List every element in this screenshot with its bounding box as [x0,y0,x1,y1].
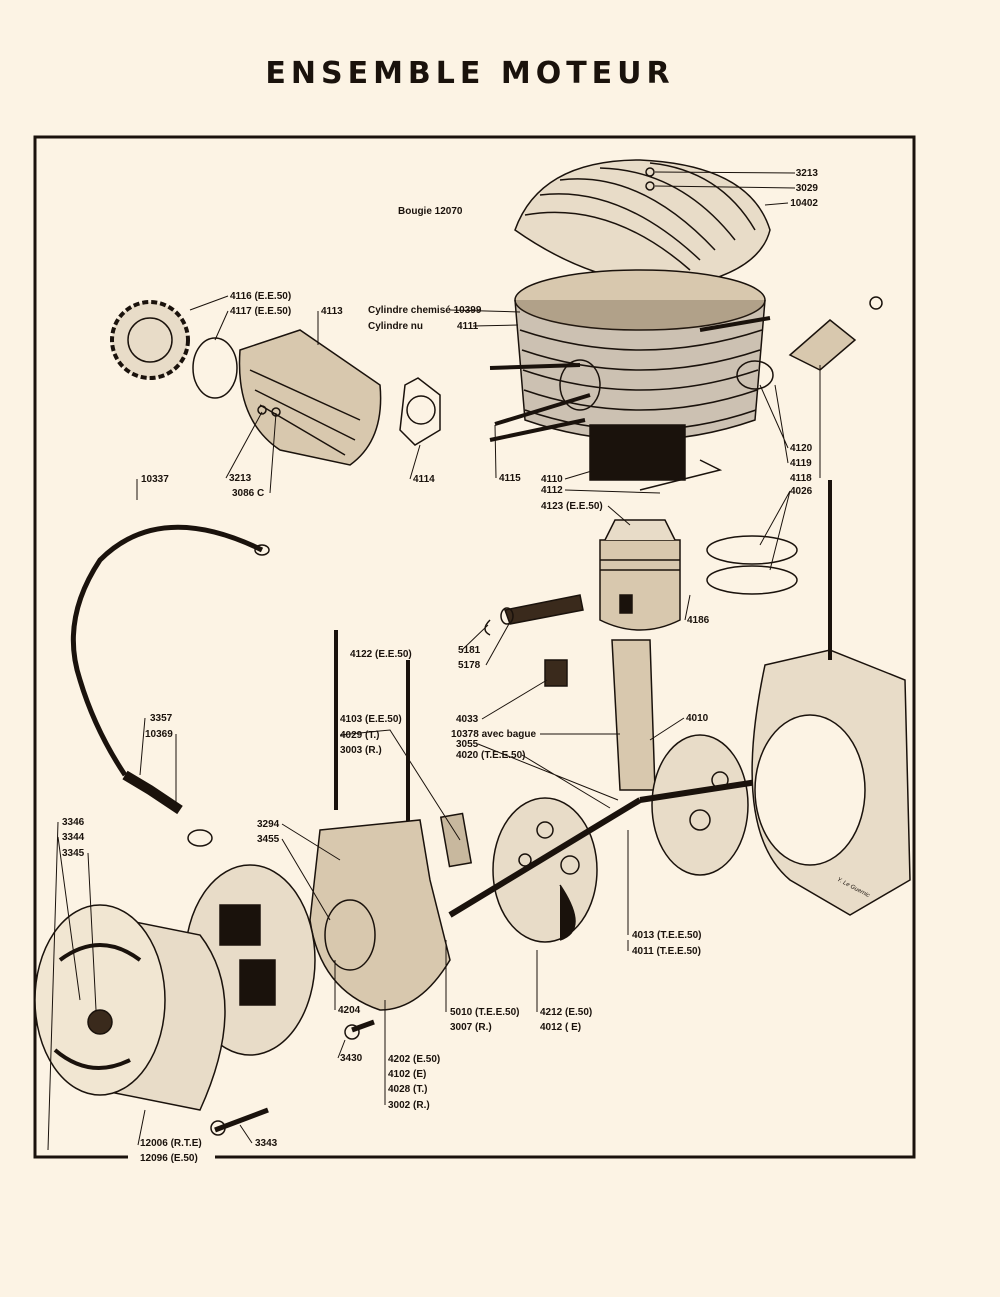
label-cylindre-chemise: Cylindre chemisé 10399 [368,305,482,316]
label-4118: 4118 [790,473,812,484]
label-12096: 12096 (E.50) [140,1153,198,1164]
label-5178: 5178 [458,660,481,671]
label-4212: 4212 (E.50) [540,1007,593,1018]
label-5010: 5010 (T.E.E.50) [450,1007,520,1018]
label-4202: 4202 (E.50) [388,1054,441,1065]
gasket-4114 [399,377,441,446]
label-4028: 4028 (T.) [388,1084,428,1095]
frame [33,135,916,1159]
leader-lines [47,171,821,1151]
label-4020: 4020 (T.E.E.50) [456,750,526,761]
label-4103: 4103 (E.E.50) [340,714,402,725]
label-4026: 4026 [790,486,813,497]
label-3455: 3455 [257,834,280,845]
label-3213-head: 3213 [795,168,818,179]
label-4112: 4112 [541,485,563,496]
label-4011: 4011 (T.E.E.50) [632,946,701,957]
label-4186: 4186 [687,615,710,626]
label-5181: 5181 [458,645,481,656]
piston [599,519,681,631]
label-3344: 3344 [62,832,85,843]
label-10337: 10337 [141,474,169,485]
label-4119: 4119 [790,458,812,469]
connecting-rod [611,639,656,791]
bolt-3430 [351,1019,375,1033]
label-4117: 4117 (E.E.50) [230,306,292,317]
exhaust-fitting [736,296,883,390]
spark-cable [70,524,264,777]
label-10402: 10402 [790,198,818,209]
label-3086: 3086 C [232,488,265,499]
flywheel-right [651,734,749,876]
label-3002: 3002 (R.) [388,1100,430,1111]
bushing [544,659,568,687]
cylinder-head [514,159,771,287]
gear-and-cover [110,300,382,466]
label-4033: 4033 [456,714,479,725]
label-4102: 4102 (E) [388,1069,427,1080]
crankcase-right [751,480,911,916]
label-cylindre-nu: Cylindre nu [368,321,424,332]
label-4115: 4115 [499,473,521,484]
label-3029: 3029 [795,183,818,194]
label-3294: 3294 [257,819,280,830]
label-4111: 4111 [457,321,479,332]
label-4013: 4013 (T.E.E.50) [632,930,702,941]
label-3430: 3430 [340,1053,363,1064]
label-4113: 4113 [321,306,343,317]
label-4010: 4010 [686,713,709,724]
cylinder [489,269,771,491]
piston-rings [706,535,798,595]
label-4120: 4120 [790,443,813,454]
label-3003: 3003 (R.) [340,745,382,756]
label-4123: 4123 (E.E.50) [541,501,603,512]
label-3345: 3345 [62,848,85,859]
crankcase-left [309,819,451,1011]
label-4114: 4114 [413,474,435,485]
label-3346: 3346 [62,817,85,828]
label-3357: 3357 [150,713,173,724]
label-4116: 4116 (E.E.50) [230,291,292,302]
label-3343: 3343 [255,1138,278,1149]
label-4204: 4204 [338,1005,361,1016]
label-4029: 4029 (T.) [340,730,380,741]
page-title: ENSEMBLE MOTEUR [265,56,675,91]
label-3213-cover: 3213 [229,473,252,484]
label-3007: 3007 (R.) [450,1022,492,1033]
label-4110: 4110 [541,474,563,485]
flywheel-left [492,797,598,943]
label-10378: 10378 avec bague [451,729,537,740]
piston-pin [504,594,584,625]
label-12006: 12006 (R.T.E) [140,1138,202,1149]
gasket-3003 [439,812,473,868]
label-4012: 4012 ( E) [540,1022,582,1033]
label-10369: 10369 [145,729,173,740]
screw-3343 [214,1107,269,1133]
magneto-flywheel [34,904,226,1111]
label-bougie: Bougie 12070 [398,206,463,217]
label-4122: 4122 (E.E.50) [350,649,412,660]
label-3055: 3055 [456,739,479,750]
